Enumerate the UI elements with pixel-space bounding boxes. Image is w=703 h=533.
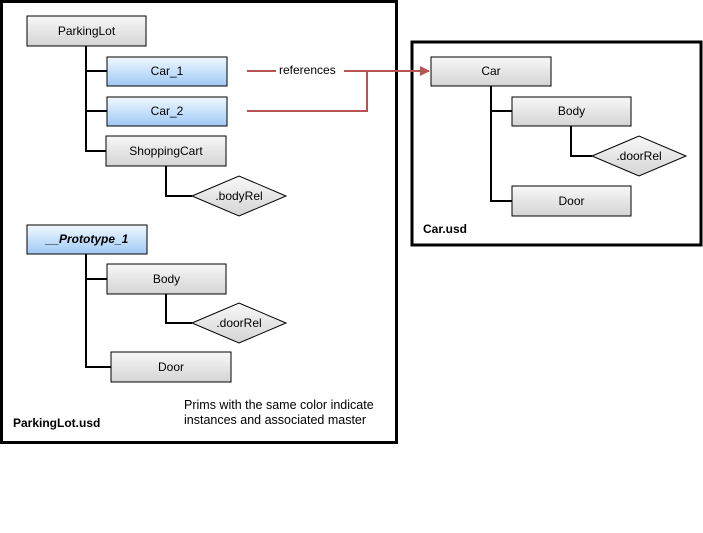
reference-line-car2	[247, 71, 368, 112]
connector-car-door	[490, 111, 512, 202]
prim-car-2: Car_2	[106, 96, 228, 127]
svg-text:Car_1: Car_1	[151, 64, 184, 78]
svg-text:ParkingLot: ParkingLot	[58, 24, 116, 38]
legend-note-line-2: instances and associated master	[184, 413, 366, 427]
svg-text:.doorRel: .doorRel	[616, 149, 661, 163]
prim-parkinglot: ParkingLot	[26, 15, 147, 47]
prim-shoppingcart: ShoppingCart	[105, 135, 227, 167]
prim-prototype: __Prototype_1	[26, 224, 148, 255]
svg-text:__Prototype_1: __Prototype_1	[45, 232, 129, 246]
connector-parkinglot-cart	[85, 111, 107, 152]
svg-text:.doorRel: .doorRel	[216, 316, 261, 330]
relationship-car-doorrel: .doorRel	[590, 135, 688, 177]
relationship-proto-doorrel: .doorRel	[190, 302, 288, 344]
svg-text:Car_2: Car_2	[151, 104, 184, 118]
car-file-label: Car.usd	[423, 222, 467, 236]
hierarchy-connectors	[85, 46, 592, 368]
svg-text:.bodyRel: .bodyRel	[215, 189, 262, 203]
relationship-bodyrel: .bodyRel	[190, 175, 288, 217]
prim-proto-door: Door	[110, 351, 232, 383]
prim-car-1: Car_1	[106, 56, 228, 87]
prim-car-door: Door	[511, 185, 632, 217]
parkinglot-file-label: ParkingLot.usd	[13, 416, 100, 430]
prim-car-body: Body	[511, 96, 632, 127]
connector-cart-bodyrel	[165, 166, 192, 197]
svg-text:Car: Car	[481, 64, 500, 78]
reference-arrows	[247, 66, 430, 112]
legend-note: Prims with the same color indicate insta…	[184, 398, 374, 427]
svg-text:Body: Body	[558, 104, 585, 118]
svg-text:ShoppingCart: ShoppingCart	[129, 144, 203, 158]
connector-carbody-doorrel	[570, 126, 592, 157]
connector-proto-door	[85, 279, 111, 368]
prim-proto-body: Body	[106, 263, 227, 295]
legend-note-line-1: Prims with the same color indicate	[184, 398, 374, 412]
svg-text:Door: Door	[558, 194, 584, 208]
references-label: references	[279, 63, 336, 77]
prim-car-root: Car	[430, 56, 552, 87]
svg-text:Door: Door	[158, 360, 184, 374]
svg-text:Body: Body	[153, 272, 180, 286]
connector-protobody-doorrel	[165, 294, 192, 324]
